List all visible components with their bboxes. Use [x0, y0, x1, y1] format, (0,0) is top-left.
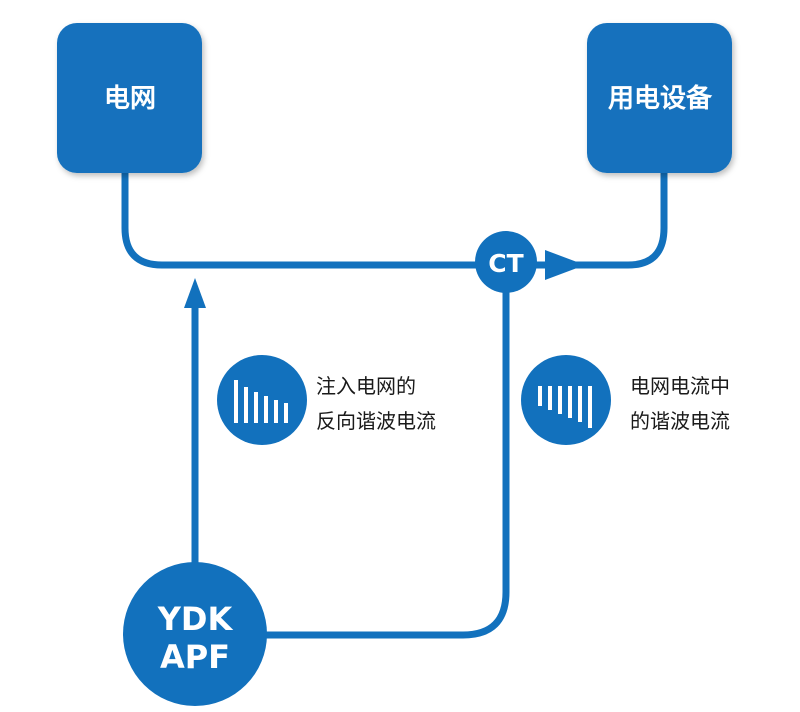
measured-caption-line2: 的谐波电流	[630, 409, 730, 433]
apf-label-line2: APF	[160, 638, 230, 676]
measured-caption-line1: 电网电流中	[630, 374, 730, 398]
equipment-label: 用电设备	[608, 84, 713, 114]
injected-caption-line1: 注入电网的	[316, 374, 416, 398]
ct-label: CT	[488, 249, 523, 278]
ascending-bars-icon	[521, 355, 611, 445]
main-power-line	[121, 165, 668, 269]
apf-label-line1: YDK	[157, 600, 234, 638]
equipment-box: 用电设备	[587, 23, 732, 173]
grid-label: 电网	[104, 84, 156, 114]
load-arrow-head	[545, 250, 585, 280]
injection-arrow-head	[184, 278, 206, 308]
descending-bars-icon	[217, 355, 307, 445]
injected-caption-line2: 反向谐波电流	[316, 409, 436, 433]
ct-node: CT	[475, 231, 537, 293]
apf-node: YDK APF	[123, 562, 267, 706]
grid-box: 电网	[57, 23, 202, 173]
ct-to-apf-line	[262, 265, 510, 639]
